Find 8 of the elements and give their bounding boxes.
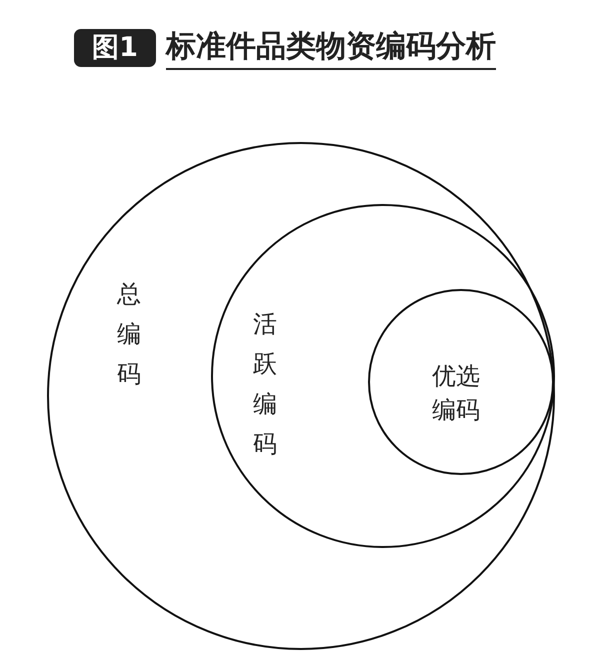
figure-number-badge: 图1 [74, 29, 156, 67]
circle [211, 204, 555, 548]
circle [368, 289, 554, 475]
circle [47, 142, 555, 650]
circle-label: 总编码 [117, 279, 142, 390]
circle-label: 活跃编码 [253, 309, 278, 460]
diagram-title: 标准件品类物资编码分析 [166, 26, 496, 70]
circle-label: 优选编码 [432, 361, 481, 426]
